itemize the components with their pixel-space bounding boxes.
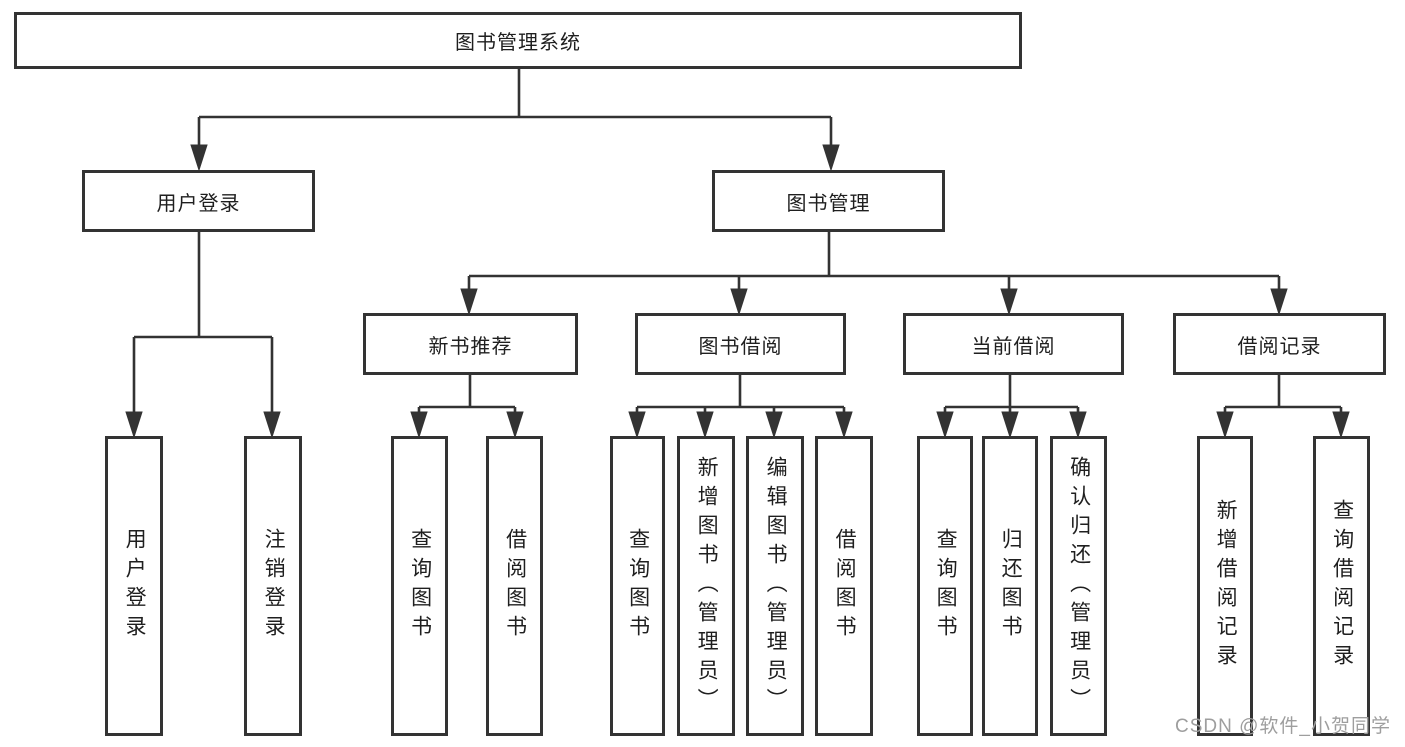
node-leaf-query-books-rec: 查询图书 (391, 436, 448, 736)
node-user-login: 用户登录 (82, 170, 315, 232)
node-label: 归还图书 (999, 528, 1023, 644)
node-label: 注销登录 (262, 528, 286, 644)
node-leaf-user-login: 用户登录 (105, 436, 163, 736)
node-book-management: 图书管理 (712, 170, 945, 232)
node-leaf-confirm-return-admin: 确认归还（管理员） (1050, 436, 1107, 736)
node-label: 查询图书 (934, 528, 958, 644)
arrow-down-icon (730, 288, 748, 315)
node-leaf-logout: 注销登录 (244, 436, 302, 736)
arrow-down-icon (936, 411, 954, 438)
arrow-down-icon (822, 144, 840, 171)
arrow-down-icon (263, 411, 281, 438)
node-label: 查询图书 (626, 528, 650, 644)
node-leaf-add-borrow-record: 新增借阅记录 (1197, 436, 1253, 736)
arrow-down-icon (1001, 411, 1019, 438)
watermark: CSDN @软件_小贺同学 (1175, 716, 1391, 737)
arrow-down-icon (1000, 288, 1018, 315)
arrow-down-icon (190, 144, 208, 171)
arrow-down-icon (765, 411, 783, 438)
arrow-down-icon (125, 411, 143, 438)
node-label: 新增借阅记录 (1214, 499, 1238, 673)
node-label: 新增图书（管理员） (695, 455, 719, 717)
node-current-borrowing: 当前借阅 (903, 313, 1124, 375)
node-label: 用户登录 (123, 528, 147, 644)
arrow-down-icon (628, 411, 646, 438)
arrow-down-icon (1270, 288, 1288, 315)
arrow-down-icon (696, 411, 714, 438)
node-library-management-system: 图书管理系统 (14, 12, 1022, 69)
arrow-down-icon (506, 411, 524, 438)
node-borrowing-records: 借阅记录 (1173, 313, 1386, 375)
arrow-down-icon (1216, 411, 1234, 438)
arrow-down-icon (460, 288, 478, 315)
node-leaf-borrow-books-rec: 借阅图书 (486, 436, 543, 736)
node-leaf-query-books-borrow: 查询图书 (610, 436, 665, 736)
arrow-down-icon (1069, 411, 1087, 438)
node-leaf-query-borrow-record: 查询借阅记录 (1313, 436, 1370, 736)
node-label: 借阅图书 (833, 528, 857, 644)
node-leaf-return-books: 归还图书 (982, 436, 1038, 736)
arrow-down-icon (835, 411, 853, 438)
node-leaf-borrow-books: 借阅图书 (815, 436, 873, 736)
node-book-borrowing: 图书借阅 (635, 313, 846, 375)
node-new-book-recommendation: 新书推荐 (363, 313, 578, 375)
arrow-down-icon (410, 411, 428, 438)
node-label: 借阅图书 (503, 528, 527, 644)
node-label: 查询图书 (408, 528, 432, 644)
arrow-down-icon (1332, 411, 1350, 438)
node-leaf-query-books-current: 查询图书 (917, 436, 973, 736)
node-label: 查询借阅记录 (1330, 499, 1354, 673)
node-leaf-add-books-admin: 新增图书（管理员） (677, 436, 735, 736)
node-leaf-edit-books-admin: 编辑图书（管理员） (746, 436, 804, 736)
node-label: 编辑图书（管理员） (764, 455, 788, 717)
node-label: 确认归还（管理员） (1067, 455, 1091, 717)
